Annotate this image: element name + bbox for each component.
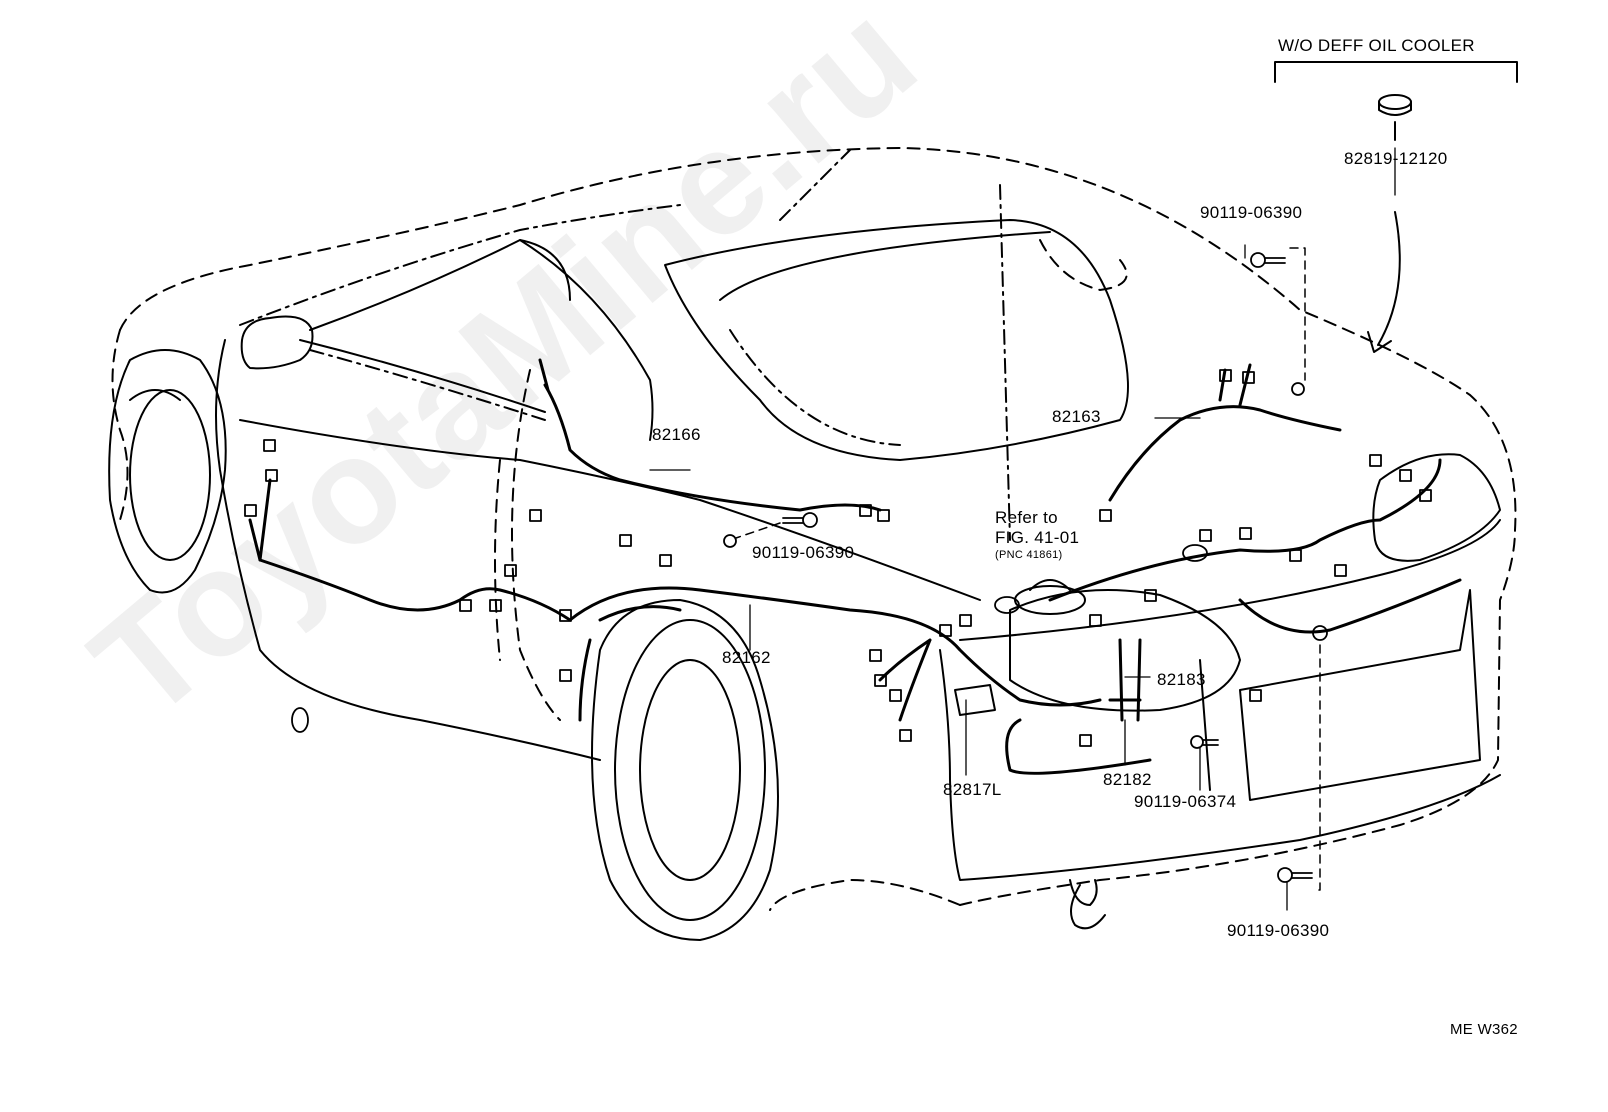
bolt-icon — [782, 512, 818, 528]
bracket-82817L — [954, 684, 996, 716]
variant-bracket — [1274, 61, 1518, 83]
arrow-icon — [1377, 211, 1401, 346]
refer-line-2: FIG. 41-01 — [995, 528, 1080, 547]
plug-icon — [1378, 94, 1412, 141]
front-wheel — [108, 349, 227, 594]
harness-82183 — [1048, 458, 1462, 634]
mirror-icon — [240, 315, 314, 370]
variant-label: W/O DEFF OIL COOLER — [1278, 36, 1475, 55]
label-bolt-bottom: 90119-06390 — [1227, 921, 1330, 940]
harness-82162 — [258, 558, 1102, 707]
rear-wheel — [591, 599, 779, 941]
refer-line-3: (PNC 41861) — [995, 549, 1063, 561]
body-outline — [119, 147, 1517, 906]
bolt-icon — [1250, 252, 1286, 268]
label-bolt-lower: 90119-06374 — [1134, 792, 1237, 811]
fuel-pump-icon — [1014, 579, 1086, 615]
figure-code: ME W362 — [1450, 1021, 1518, 1038]
label-bolt-top: 90119-06390 — [1200, 203, 1303, 222]
bolt-icon — [1190, 735, 1219, 749]
label-82162: 82162 — [722, 648, 771, 667]
harness-82182 — [1108, 638, 1142, 722]
label-82183: 82183 — [1157, 670, 1206, 689]
label-bolt-mid: 90119-06390 — [752, 543, 855, 562]
label-82166: 82166 — [652, 425, 701, 444]
rear-bumper — [939, 649, 1501, 881]
bolt-icon — [1277, 867, 1313, 883]
label-82163: 82163 — [1052, 407, 1101, 426]
refer-line-1: Refer to — [995, 508, 1058, 527]
harness-82166 — [543, 383, 882, 512]
label-82819-12120: 82819-12120 — [1344, 149, 1448, 168]
harness-82163 — [1108, 405, 1342, 502]
label-82817L: 82817L — [943, 780, 1002, 799]
label-82182: 82182 — [1103, 770, 1152, 789]
exhaust-icon — [1069, 879, 1106, 930]
